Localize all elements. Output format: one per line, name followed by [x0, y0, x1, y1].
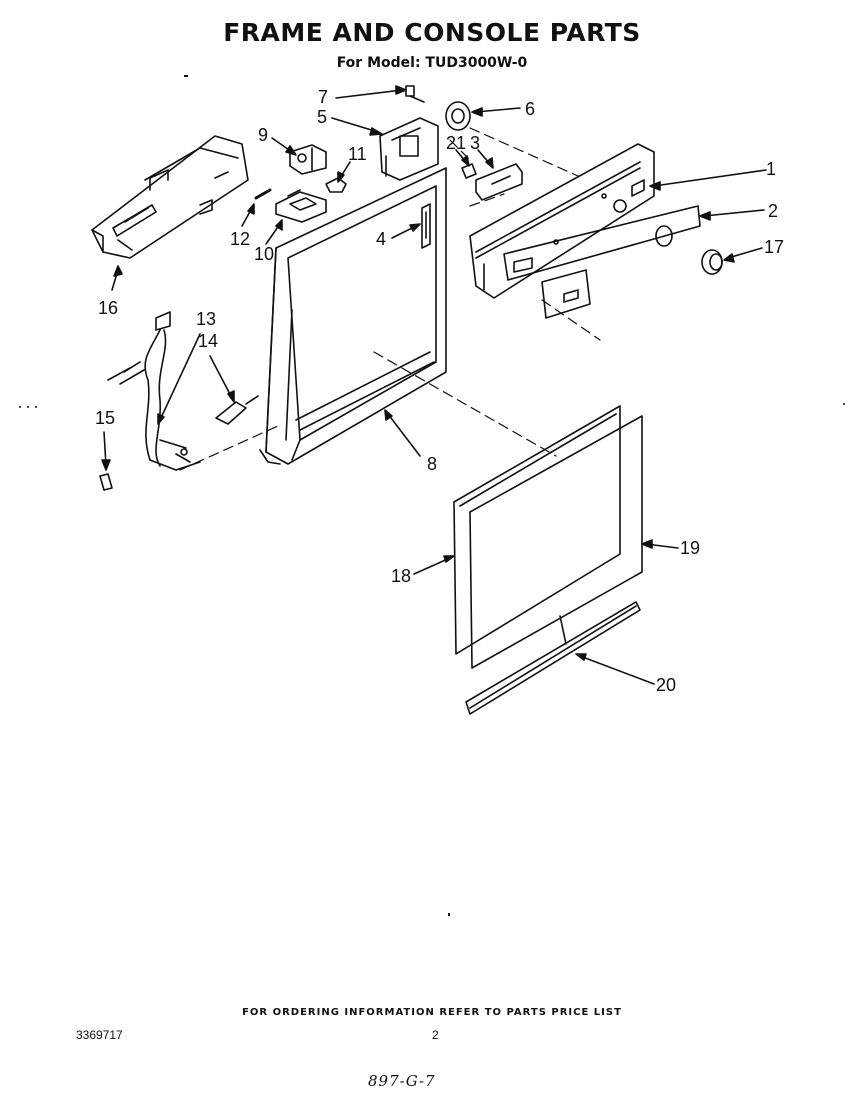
- part-1-console: [469, 143, 655, 299]
- part-15-fastener: [99, 473, 113, 491]
- part-19-door-inner-panel: [469, 415, 643, 669]
- arrow-12: [241, 203, 255, 227]
- part-18-door-outer-panel: [453, 405, 621, 655]
- callout-18: 18: [391, 566, 412, 586]
- callout-16: 16: [98, 298, 119, 318]
- part-6-knob: [445, 101, 471, 131]
- arrow-9: [271, 137, 297, 156]
- callout-3: 3: [470, 133, 481, 153]
- callout-14: 14: [198, 331, 219, 351]
- callout-8: 8: [427, 454, 438, 474]
- page-number: 2: [432, 1028, 439, 1042]
- part-14-sensor: [215, 395, 259, 425]
- callout-7: 7: [318, 87, 329, 107]
- arrow-10: [265, 219, 283, 245]
- arrow-3: [477, 149, 494, 169]
- callout-10: 10: [254, 244, 275, 264]
- document-number: 3369717: [76, 1028, 123, 1042]
- arrow-8: [384, 409, 421, 457]
- part-12-screw: [254, 188, 272, 200]
- console-lower-panel: [541, 269, 591, 319]
- callout-1: 1: [766, 159, 777, 179]
- arrow-4: [391, 223, 421, 239]
- arrow-18: [413, 555, 455, 575]
- arrow-14: [209, 355, 235, 403]
- callout-20: 20: [656, 675, 677, 695]
- callout-13: 13: [196, 309, 217, 329]
- callout-2: 2: [768, 201, 779, 221]
- part-7-screw: [405, 85, 425, 103]
- callout-19: 19: [680, 538, 701, 558]
- arrow-16: [111, 265, 123, 291]
- arrow-13: [157, 333, 201, 425]
- arrow-15: [101, 431, 111, 471]
- scan-specks: [19, 75, 845, 916]
- part-13-wire-harness: [107, 311, 201, 471]
- part-16-end-bracket: [91, 135, 249, 259]
- callout-11: 11: [348, 144, 367, 164]
- part-17-button: [701, 249, 723, 275]
- callout-5: 5: [317, 107, 328, 127]
- arrow-11: [337, 161, 351, 183]
- arrow-2: [699, 209, 765, 221]
- part-11-knob: [325, 177, 347, 193]
- handwritten-mark: 897-G-7: [368, 1072, 436, 1090]
- part-3-panel: [475, 163, 523, 201]
- arrow-17: [723, 247, 763, 263]
- part-4-hinge-strip: [421, 203, 431, 249]
- arrow-5: [331, 117, 383, 136]
- callout-4: 4: [376, 229, 387, 249]
- arrow-1: [649, 169, 767, 191]
- arrow-7: [335, 85, 407, 99]
- model-subtitle: For Model: TUD3000W-0: [336, 55, 528, 71]
- callout-15: 15: [95, 408, 116, 428]
- part-10-housing: [275, 189, 327, 223]
- ordering-note: FOR ORDERING INFORMATION REFER TO PARTS …: [242, 1007, 622, 1018]
- callout-21: 21: [446, 133, 467, 153]
- callout-6: 6: [525, 99, 536, 119]
- page-title: FRAME AND CONSOLE PARTS: [223, 18, 641, 47]
- callout-17: 17: [764, 237, 785, 257]
- part-2-overlay: [503, 205, 701, 281]
- arrow-19: [641, 539, 679, 549]
- arrow-6: [471, 107, 521, 117]
- part-9-switch: [289, 144, 327, 175]
- part-8-door-frame: [259, 167, 447, 465]
- callout-9: 9: [258, 125, 269, 145]
- alignment-lines: [179, 127, 601, 471]
- arrow-21: [455, 149, 470, 167]
- part-5-bracket: [379, 117, 439, 181]
- arrow-20: [575, 653, 655, 685]
- callout-12: 12: [230, 229, 251, 249]
- part-20-trim-strip: [465, 601, 641, 715]
